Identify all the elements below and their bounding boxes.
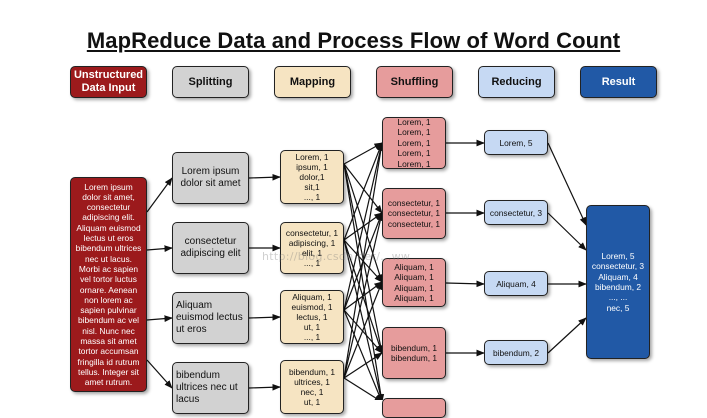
arrow-split-to-map-3 xyxy=(248,313,281,321)
flow-arrows xyxy=(146,139,587,400)
header-unstructured-input: Unstructured Data Input xyxy=(70,66,147,98)
arrow-shuffle-to-reduce-3 xyxy=(445,280,485,288)
reduce-box-1: Lorem, 5 xyxy=(484,130,548,155)
arrow-map-1-to-shuffle-1 xyxy=(343,142,383,165)
arrow-map-1-to-shuffle-5 xyxy=(343,163,385,400)
arrow-map-4-to-shuffle-4 xyxy=(343,352,383,379)
arrow-map-1-to-shuffle-3 xyxy=(343,163,383,283)
reduce-box-4: bibendum, 2 xyxy=(484,340,548,365)
arrow-split-to-map-4 xyxy=(248,383,281,391)
header-shuffling: Shuffling xyxy=(376,66,453,98)
arrow-map-2-to-shuffle-1 xyxy=(343,142,383,241)
arrow-split-to-map-1 xyxy=(248,173,281,181)
arrow-map-1-to-shuffle-2 xyxy=(343,163,383,214)
arrow-input-to-split-4 xyxy=(146,359,173,389)
watermark-text: http://blog.csdn.net/...ww xyxy=(262,250,411,263)
arrow-input-to-split-3 xyxy=(146,315,173,322)
arrow-reduce-to-result-4 xyxy=(547,317,587,354)
reduce-box-2: consectetur, 3 xyxy=(484,200,548,225)
arrow-map-2-to-shuffle-5 xyxy=(343,239,384,400)
arrow-input-to-split-1 xyxy=(146,177,173,213)
arrow-reduce-to-result-2 xyxy=(547,212,587,251)
map-box-3: Aliquam, 1 euismod, 1 lectus, 1 ut, 1 ..… xyxy=(280,290,344,344)
split-box-2: consectetur adipiscing elit xyxy=(172,222,249,274)
mapreduce-diagram: MapReduce Data and Process Flow of Word … xyxy=(70,28,657,418)
arrow-reduce-to-result-1 xyxy=(547,142,587,226)
arrow-map-3-to-shuffle-1 xyxy=(343,142,384,311)
diagram-title: MapReduce Data and Process Flow of Word … xyxy=(86,28,621,53)
split-box-1: Lorem ipsum dolor sit amet xyxy=(172,152,249,204)
arrow-map-4-to-shuffle-5 xyxy=(343,377,383,400)
split-box-3: Aliquam euismod lectus ut eros xyxy=(172,292,249,344)
shuffle-box-1: Lorem, 1 Lorem, 1 Lorem, 1 Lorem, 1 Lore… xyxy=(382,117,446,169)
header-splitting: Splitting xyxy=(172,66,249,98)
arrow-map-3-to-shuffle-5 xyxy=(343,309,383,400)
header-mapping: Mapping xyxy=(274,66,351,98)
header-result: Result xyxy=(580,66,657,98)
shuffle-box-5-partial xyxy=(382,398,446,418)
result-box: Lorem, 5 consectetur, 3 Aliquam, 4 biben… xyxy=(586,205,650,359)
map-box-4: bibendum, 1 ultrices, 1 nec, 1 ut, 1 xyxy=(280,360,344,414)
header-reducing: Reducing xyxy=(478,66,555,98)
split-box-4: bibendum ultrices nec ut lacus xyxy=(172,362,249,414)
shuffle-box-2: consectetur, 1 consectetur, 1 consectetu… xyxy=(382,188,446,239)
reduce-box-3: Aliquam, 4 xyxy=(484,271,548,296)
map-box-2: consectetur, 1 adipiscing, 1 elit, 1 ...… xyxy=(280,222,344,274)
arrow-input-to-split-2 xyxy=(146,245,173,252)
input-text-box: Lorem ipsum dolor sit amet, consectetur … xyxy=(70,177,147,392)
map-box-1: Lorem, 1 ipsum, 1 dolor,1 sit,1 ..., 1 xyxy=(280,150,344,204)
arrow-map-4-to-shuffle-3 xyxy=(343,281,383,379)
arrow-map-4-to-shuffle-1 xyxy=(343,142,385,379)
shuffle-box-3: Aliquam, 1 Aliquam, 1 Aliquam, 1 Aliquam… xyxy=(382,258,446,307)
arrow-map-4-to-shuffle-2 xyxy=(343,212,384,379)
shuffle-box-4: bibendum, 1 bibendum, 1 xyxy=(382,327,446,379)
